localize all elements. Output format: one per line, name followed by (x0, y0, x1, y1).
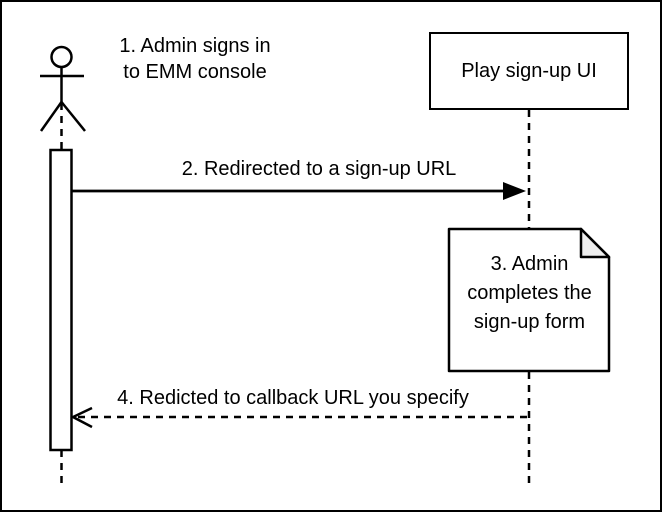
participant-label: Play sign-up UI (461, 59, 597, 82)
note-body (447, 227, 611, 373)
message-4-label: 4. Redicted to callback URL you specify (117, 387, 469, 409)
message-arrow-2-head (503, 182, 526, 200)
participant-box-play-signup-ui: Play sign-up UI (429, 32, 629, 110)
note-shape (447, 227, 611, 373)
actor-leg-left (39, 101, 63, 132)
return-arrow-4-head (70, 406, 93, 429)
note-label: 3. Admin completes the sign-up form (467, 253, 592, 333)
activation-bar (49, 148, 73, 452)
actor-icon (39, 45, 86, 132)
return-arrow-4 (70, 406, 529, 429)
message-2-label: 2. Redirected to a sign-up URL (181, 158, 457, 180)
note-fold (579, 227, 611, 259)
message-arrow-2 (72, 182, 526, 200)
actor-step-label: 1. Admin signs in to EMM console (119, 35, 271, 83)
actor-head (50, 45, 73, 69)
actor-leg-right (60, 101, 86, 132)
